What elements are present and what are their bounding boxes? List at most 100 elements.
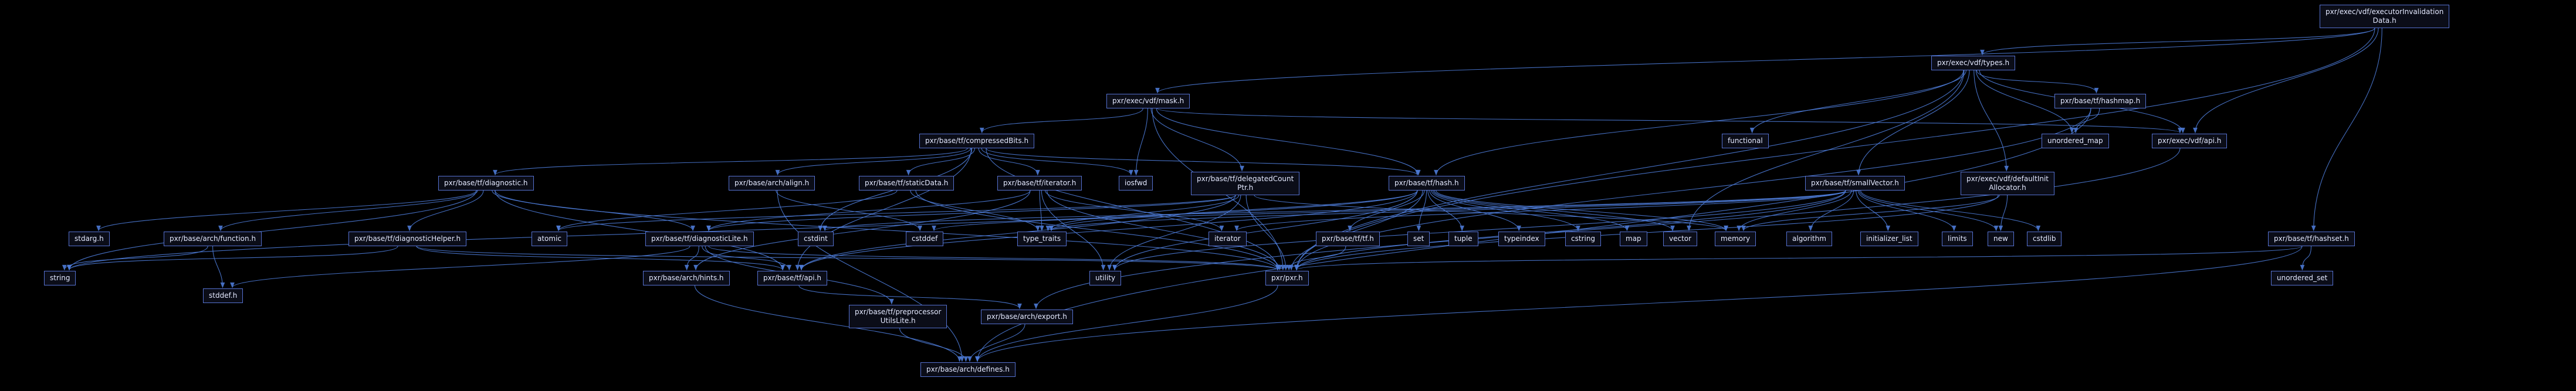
include-edge-smallvector-to-cstddef xyxy=(932,190,1846,232)
include-edge-smallvector-to-cstdlib xyxy=(1860,190,2041,232)
graph-node-tuple: tuple xyxy=(1448,232,1478,246)
include-edge-staticdata-to-pxrpxr xyxy=(915,190,1280,271)
include-edge-diaglite-to-tfapi xyxy=(702,246,792,271)
include-edge-executorInvalidationData-to-mask xyxy=(1155,28,2375,94)
graph-node-initializer_list: initializer_list xyxy=(1860,232,1918,246)
graph-node-hashset[interactable]: pxr/base/tf/hashset.h xyxy=(2268,232,2355,246)
graph-node-label: pxr/exec/vdf/api.h xyxy=(2158,137,2222,145)
include-edge-archalign-to-cstddef xyxy=(776,190,922,232)
graph-node-diaglite[interactable]: pxr/base/tf/diagnosticLite.h xyxy=(645,232,754,246)
graph-node-label: pxr/base/tf/hashmap.h xyxy=(2060,97,2141,105)
graph-node-tfiterator[interactable]: pxr/base/tf/iterator.h xyxy=(997,176,1082,191)
include-edge-compressedBits-to-tfhash xyxy=(986,148,1420,176)
graph-node-stddefh: stddef.h xyxy=(203,288,243,303)
graph-node-set: set xyxy=(1407,232,1430,246)
graph-node-mask[interactable]: pxr/exec/vdf/mask.h xyxy=(1106,94,1190,108)
graph-node-label: functional xyxy=(1728,137,1763,145)
graph-node-archfunction[interactable]: pxr/base/arch/function.h xyxy=(164,232,262,246)
graph-node-tfhash[interactable]: pxr/base/tf/hash.h xyxy=(1389,176,1465,191)
include-edge-compressedBits-to-iosfwd xyxy=(981,148,1133,176)
graph-node-smallvector[interactable]: pxr/base/tf/smallVector.h xyxy=(1805,176,1905,191)
include-edge-tfapi-to-archexport xyxy=(798,285,1022,310)
include-edge-diaghelper-to-tfapi xyxy=(416,246,785,271)
include-edge-tfhash-to-map xyxy=(1433,190,1630,232)
include-edge-archalign-to-archdefines xyxy=(777,190,964,362)
graph-node-limits: limits xyxy=(1942,232,1973,246)
graph-node-map: map xyxy=(1620,232,1647,246)
graph-node-algorithm: algorithm xyxy=(1786,232,1832,246)
graph-node-archalign[interactable]: pxr/base/arch/align.h xyxy=(729,176,815,191)
graph-node-pxrpxr[interactable]: pxr/pxr.h xyxy=(1265,271,1309,285)
graph-node-tftf[interactable]: pxr/base/tf/tf.h xyxy=(1316,232,1380,246)
include-edge-executorInvalidationData-to-hashset xyxy=(2311,28,2382,232)
include-edge-tfiterator-to-utility xyxy=(1041,190,1106,271)
graph-node-label: pxr/base/arch/align.h xyxy=(734,179,810,187)
graph-node-label: typeindex xyxy=(1504,234,1539,243)
graph-node-cstdlib: cstdlib xyxy=(2027,232,2062,246)
include-edge-tfhash-to-string xyxy=(67,190,1418,271)
include-edge-diaghelper-to-pxrpxr xyxy=(416,246,1280,271)
graph-node-string: string xyxy=(44,271,76,285)
include-edge-pxrpxr-to-archdefines xyxy=(975,285,1278,362)
include-edge-executorInvalidationData-to-pxrpxr xyxy=(1294,28,2375,271)
graph-node-label: pxr/base/tf/preprocessor xyxy=(855,308,942,316)
graph-node-label: pxr/base/tf/diagnosticHelper.h xyxy=(354,234,461,243)
graph-node-label: pxr/base/tf/delegatedCount xyxy=(1197,175,1294,183)
graph-node-tfapi[interactable]: pxr/base/tf/api.h xyxy=(757,271,828,285)
include-edge-tfhash-to-type_traits xyxy=(1049,190,1418,232)
graph-node-label: atomic xyxy=(537,234,562,243)
include-edge-smallvector-to-cstdint xyxy=(822,190,1846,232)
include-edge-smallvector-to-pxrpxr xyxy=(1294,190,1846,271)
include-edge-hashset-to-unordered_set xyxy=(2300,246,2312,271)
graph-node-archdefines[interactable]: pxr/base/arch/defines.h xyxy=(920,362,1015,377)
graph-node-archhints[interactable]: pxr/base/arch/hints.h xyxy=(643,271,730,285)
graph-node-cstdint: cstdint xyxy=(798,232,834,246)
graph-node-label: cstddef xyxy=(912,234,938,243)
graph-node-archexport[interactable]: pxr/base/arch/export.h xyxy=(981,310,1073,324)
include-edge-smallvector-to-memory xyxy=(1736,190,1852,232)
graph-node-vdfapi[interactable]: pxr/exec/vdf/api.h xyxy=(2152,134,2228,148)
graph-node-label: memory xyxy=(1721,234,1751,243)
graph-node-label: utility xyxy=(1095,274,1116,282)
graph-node-label: iterator xyxy=(1214,234,1241,243)
include-edge-types-to-vector xyxy=(1687,70,1965,232)
graph-node-staticdata[interactable]: pxr/base/tf/staticData.h xyxy=(859,176,954,191)
include-edge-mask-to-delegatedcountptr xyxy=(1150,108,1244,172)
graph-node-type_traits: type_traits xyxy=(1017,232,1067,246)
graph-node-hashmap[interactable]: pxr/base/tf/hashmap.h xyxy=(2054,94,2147,108)
graph-node-tfdiagnostic[interactable]: pxr/base/tf/diagnostic.h xyxy=(438,176,534,191)
graph-node-typeindex: typeindex xyxy=(1498,232,1545,246)
include-edge-tfdiagnostic-to-archfunction xyxy=(218,190,478,232)
graph-node-types[interactable]: pxr/exec/vdf/types.h xyxy=(1931,56,2016,70)
include-edge-compressedBits-to-archalign xyxy=(775,148,971,176)
include-edge-tfiterator-to-archhints xyxy=(693,190,1031,271)
graph-node-label: new xyxy=(1993,234,2008,243)
graph-node-label: pxr/base/arch/hints.h xyxy=(649,274,724,282)
graph-node-memory: memory xyxy=(1715,232,1756,246)
graph-node-label: pxr/base/tf/tf.h xyxy=(1322,234,1374,243)
include-edge-mask-to-tfhash xyxy=(1156,108,1421,176)
include-edge-smallvector-to-type_traits xyxy=(1049,190,1846,232)
graph-node-cstring: cstring xyxy=(1565,232,1602,246)
graph-node-label: pxr/base/tf/hash.h xyxy=(1394,179,1459,187)
graph-node-compressedBits[interactable]: pxr/base/tf/compressedBits.h xyxy=(919,134,1035,148)
graph-node-diaghelper[interactable]: pxr/base/tf/diagnosticHelper.h xyxy=(348,232,467,246)
include-edge-delegatedcountptr-to-utility xyxy=(1107,195,1241,271)
include-edge-delegatedcountptr-to-memory xyxy=(1254,195,1728,232)
include-edge-compressedBits-to-pxrpxr xyxy=(986,148,1280,271)
include-edge-executorInvalidationData-to-vdfapi xyxy=(2193,28,2379,134)
include-edge-archexport-to-archdefines xyxy=(967,324,1025,362)
include-edge-tfdiagnostic-to-tfapi xyxy=(495,190,786,271)
include-edge-staticdata-to-atomic xyxy=(556,190,898,232)
include-edge-defaultinitallocator-to-memory xyxy=(1741,195,2000,232)
include-edge-tfdiagnostic-to-stdarg xyxy=(96,190,477,232)
graph-node-label: pxr/base/arch/defines.h xyxy=(926,365,1010,373)
include-edge-tfiterator-to-pxrpxr xyxy=(1047,190,1282,271)
graph-node-label: pxr/base/tf/iterator.h xyxy=(1003,179,1077,187)
graph-node-vector: vector xyxy=(1663,232,1698,246)
include-edge-tfdiagnostic-to-diaghelper xyxy=(407,190,484,232)
include-edge-defaultinitallocator-to-pxrpxr xyxy=(1294,195,1999,271)
